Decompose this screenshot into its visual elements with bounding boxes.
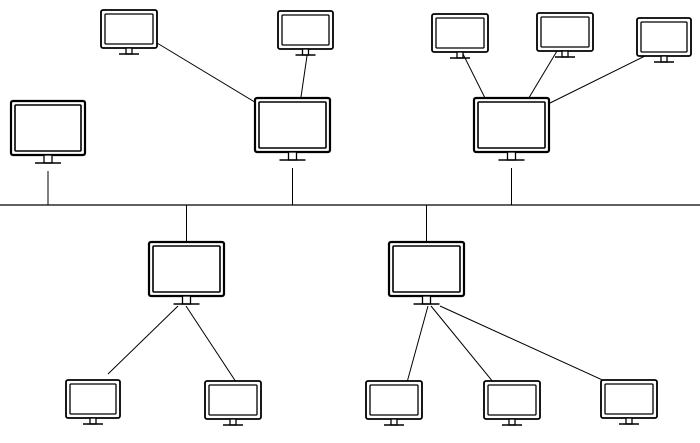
monitor-neck [43,154,53,164]
monitor-screen [152,245,221,293]
connection-line [185,305,241,389]
monitor-icon [100,9,158,55]
monitor-screen [604,383,654,415]
monitor-neck [89,417,97,425]
monitor-neck [181,295,192,305]
monitor-neck [561,50,569,58]
monitor-icon [9,99,87,164]
connection-line [405,305,429,387]
monitor-icon [65,379,121,425]
monitor-screen [69,383,117,415]
monitor-icon [365,380,423,426]
monitor-icon [387,240,466,305]
connection-line [107,305,179,375]
monitor-screen [540,16,590,48]
monitor-screen [14,104,82,152]
monitor-screen [487,384,537,416]
connection-line [439,305,621,389]
computers [9,9,692,426]
monitor-neck [390,418,398,426]
connection-line [547,55,646,105]
monitor-neck [456,51,464,59]
monitor-screen [104,13,154,45]
monitor-neck [506,151,517,161]
monitor-neck [625,417,633,425]
monitor-icon [483,380,541,426]
monitor-screen [258,101,327,149]
monitor-screen [281,14,330,46]
monitor-screen [435,17,485,49]
monitor-screen [369,384,419,416]
monitor-icon [536,12,594,58]
monitor-icon [600,379,658,425]
monitor-neck [421,295,432,305]
monitor-neck [125,47,133,55]
monitor-screen [477,101,546,149]
monitor-icon [277,10,334,56]
monitor-icon [253,96,332,161]
monitor-neck [301,48,310,56]
monitor-icon [636,17,692,63]
monitor-neck [229,418,237,426]
monitor-screen [392,245,461,293]
connection-line [156,42,259,105]
connection-line [430,305,499,389]
monitor-neck [287,151,298,161]
monitor-neck [660,55,668,63]
monitor-icon [431,13,489,59]
connection-line [300,48,309,98]
monitor-icon [472,96,551,161]
monitor-icon [204,380,262,426]
monitor-icon [147,240,226,305]
connection-lines [47,42,646,389]
monitor-screen [208,384,258,416]
monitor-screen [640,21,688,53]
connection-line [526,50,558,102]
monitor-neck [508,418,516,426]
